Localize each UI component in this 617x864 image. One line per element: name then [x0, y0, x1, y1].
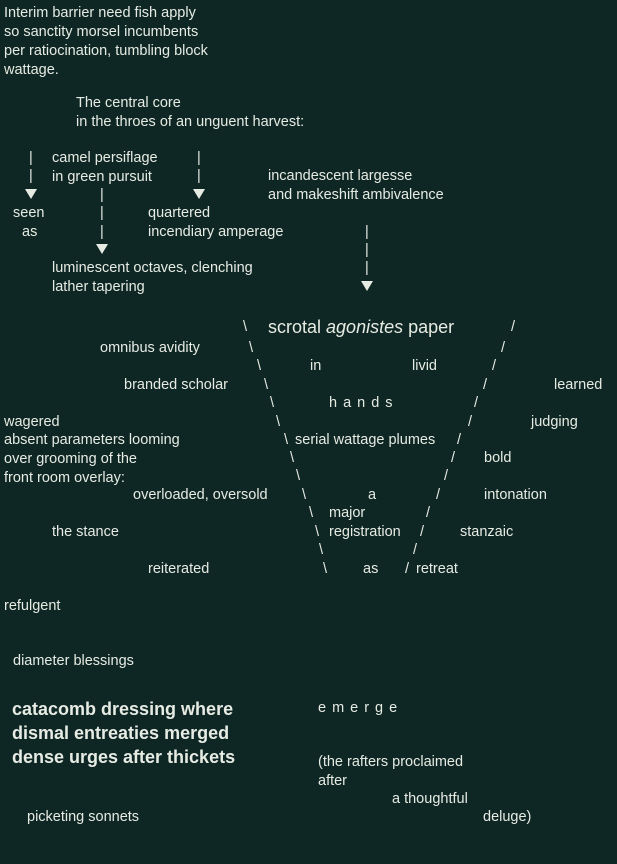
funnel-right-edge: /: [457, 432, 462, 448]
funnel-left-edge: \: [257, 358, 262, 374]
central-core-line: The central core in the throes of an ung…: [76, 95, 305, 130]
funnel-left-edge: \: [284, 432, 289, 448]
serial-wattage: serial wattage plumes: [295, 432, 436, 448]
catacomb-stanza: catacomb dressing where dismal entreatie…: [12, 699, 236, 767]
as-word: as: [363, 561, 379, 577]
vertical-bar: |: [100, 224, 104, 240]
hands-word: hands: [329, 395, 399, 411]
funnel-left-edge: \: [249, 340, 254, 356]
funnel-right-edge: /: [501, 340, 506, 356]
funnel-left-edge: \: [315, 524, 320, 540]
down-arrow-icon: [361, 281, 373, 291]
reiterated-word: reiterated: [148, 561, 210, 577]
in-word: in: [310, 358, 322, 374]
funnel-left-edge: \: [270, 395, 275, 411]
vertical-bar: |: [365, 224, 369, 240]
funnel-right-edge: /: [451, 450, 456, 466]
diameter-blessings: diameter blessings: [13, 653, 134, 669]
learned-word: learned: [554, 377, 603, 393]
funnel-title: scrotal agonistes paper: [268, 317, 455, 337]
picketing-sonnets: picketing sonnets: [27, 809, 140, 825]
registration-word: registration: [329, 524, 401, 540]
funnel-right-edge: /: [420, 524, 425, 540]
stanzaic-word: stanzaic: [460, 524, 514, 540]
funnel-left-edge: \: [323, 561, 328, 577]
vertical-bar: |: [29, 168, 33, 184]
funnel-right-edge: /: [468, 414, 473, 430]
funnel-left-edge: \: [309, 505, 314, 521]
retreat-word: retreat: [416, 561, 458, 577]
vertical-bar: |: [29, 150, 33, 166]
funnel-right-edge: /: [413, 542, 418, 558]
vertical-bar: |: [100, 205, 104, 221]
wagered-word: wagered: [4, 414, 60, 430]
emerge-word: emerge: [318, 700, 404, 716]
funnel-left-edge: \: [302, 487, 307, 503]
vertical-bar: |: [100, 187, 104, 203]
bold-word: bold: [484, 450, 512, 466]
absent-parameters: absent parameters looming over grooming …: [4, 432, 180, 486]
vertical-bar: |: [365, 242, 369, 258]
a-word: a: [368, 487, 377, 503]
luminescent-octaves: luminescent octaves, clenching lather ta…: [52, 260, 253, 295]
down-arrow-icon: [25, 189, 37, 199]
livid-word: livid: [412, 358, 437, 374]
branded-scholar: branded scholar: [124, 377, 228, 393]
refulgent-word: refulgent: [4, 598, 61, 614]
funnel-left-edge: \: [264, 377, 269, 393]
overloaded-oversold: overloaded, oversold: [133, 487, 268, 503]
down-arrow-icon: [96, 244, 108, 254]
incandescent-largesse: incandescent largesse and makeshift ambi…: [268, 168, 444, 203]
intro-stanza: Interim barrier need fish apply so sanct…: [4, 5, 208, 78]
funnel-right-edge: /: [436, 487, 441, 503]
vertical-bar: |: [365, 260, 369, 276]
deluge-word: deluge): [483, 809, 532, 825]
funnel-right-edge: /: [483, 377, 488, 393]
a-thoughtful: a thoughtful: [392, 791, 468, 807]
the-stance: the stance: [52, 524, 119, 540]
intonation-word: intonation: [484, 487, 547, 503]
major-word: major: [329, 505, 366, 521]
as-word: as: [22, 224, 38, 240]
funnel-right-edge: /: [426, 505, 431, 521]
funnel-left-edge: \: [319, 542, 324, 558]
vertical-bar: |: [197, 150, 201, 166]
camel-persiflage: camel persiflage in green pursuit: [52, 150, 158, 185]
omnibus-avidity: omnibus avidity: [100, 340, 200, 356]
vertical-bar: |: [197, 168, 201, 184]
seen-word: seen: [13, 205, 45, 221]
down-arrow-icon: [193, 189, 205, 199]
funnel-right-edge: /: [444, 468, 449, 484]
rafters-proclaimed: (the rafters proclaimed after: [318, 754, 464, 789]
funnel-left-edge: \: [243, 319, 248, 335]
funnel-left-edge: \: [296, 468, 301, 484]
funnel-right-edge: /: [405, 561, 410, 577]
funnel-right-edge: /: [492, 358, 497, 374]
quartered-incendiary: quartered incendiary amperage: [148, 205, 284, 240]
judging-word: judging: [531, 414, 578, 430]
funnel-right-edge: /: [511, 319, 516, 335]
funnel-left-edge: \: [290, 450, 295, 466]
funnel-left-edge: \: [276, 414, 281, 430]
funnel-right-edge: /: [474, 395, 479, 411]
